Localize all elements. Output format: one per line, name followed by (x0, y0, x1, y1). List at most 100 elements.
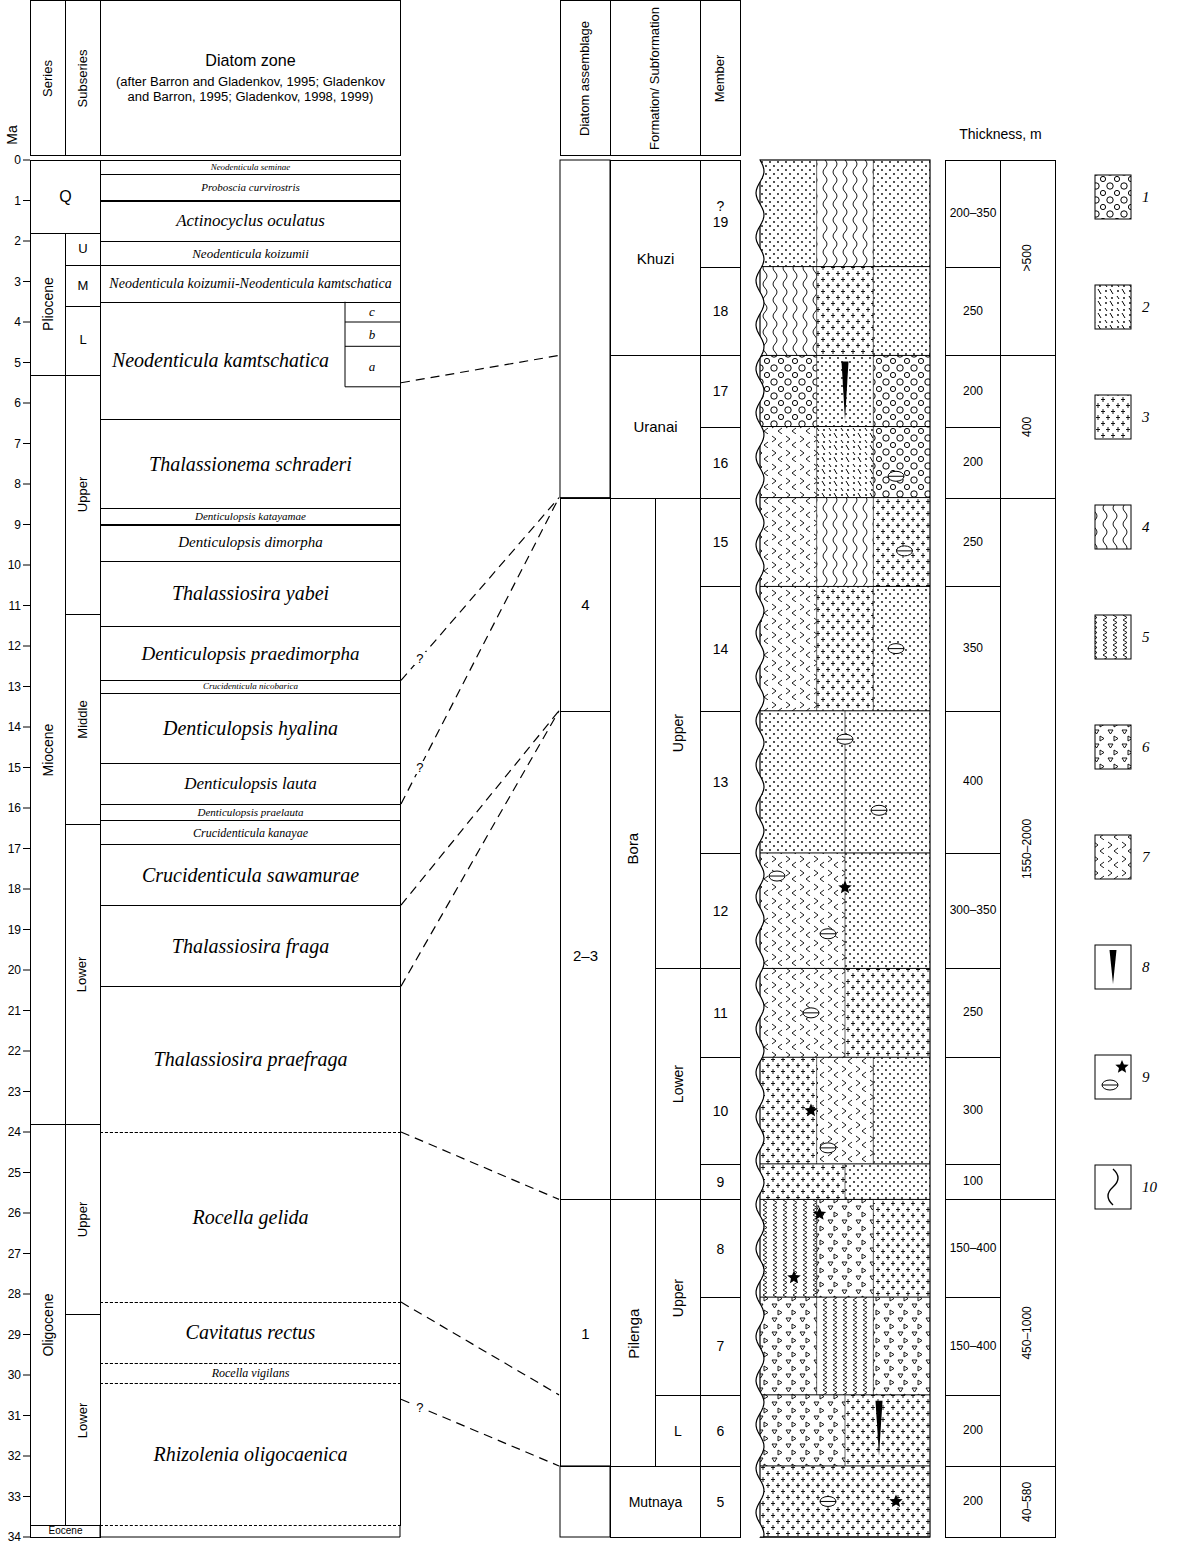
text-group: 300–350 (950, 904, 997, 918)
axis-value: 34 (8, 1531, 21, 1543)
facies-boundary (873, 1297, 874, 1395)
subzone-line (345, 302, 346, 387)
formation-cell: Bora (610, 498, 656, 1201)
member-number: 14 (713, 641, 729, 657)
text-group: L (674, 1423, 682, 1439)
zone-name: Neodenticula kamtschatica (112, 350, 329, 371)
rock-pattern (817, 586, 874, 710)
subseries-cell: Upper (65, 375, 101, 615)
zone-name: Neodenticula koizumii-Neodenticula kamts… (109, 277, 391, 292)
formation-cell: Khuzi (610, 160, 701, 356)
legend-symbol (1102, 1080, 1118, 1090)
zone-cell: Thalassionema schraderi (100, 419, 401, 509)
blank-cell (100, 1525, 400, 1537)
member-number: 15 (713, 534, 729, 550)
zone-name: Crucidenticula kanayae (193, 827, 308, 839)
rock-pattern (760, 1466, 930, 1537)
axis-tick (23, 1537, 30, 1538)
text-group: 200 (963, 385, 983, 399)
thickness-cell: 1550–2000 (1000, 498, 1056, 1201)
zone-name: Denticulopsis lauta (184, 775, 317, 793)
axis-tick (23, 929, 30, 930)
subseries-name: U (78, 242, 87, 257)
legend-number: 1 (1142, 190, 1150, 205)
axis-tick (23, 1415, 30, 1416)
zone-name: Thalassiosira yabei (172, 583, 329, 604)
subseries-cell: U (65, 233, 101, 266)
subzone-line (345, 322, 400, 323)
concretion (769, 871, 785, 881)
text-group: Rocella gelida (192, 1207, 308, 1228)
facies-boundary (845, 853, 846, 968)
axis-value: 3 (14, 276, 21, 288)
member-number: 12 (713, 903, 729, 919)
text-group: 14 (713, 641, 729, 657)
legend-number: 7 (1142, 850, 1150, 865)
axis-tick (23, 1213, 30, 1214)
axis-value: 31 (8, 1410, 21, 1422)
thickness-total: >500 (1021, 164, 1035, 351)
member-cell: 5 (700, 1466, 741, 1538)
subformation-name: L (674, 1423, 682, 1439)
zone-cell: Thalassiosira praefraga (100, 986, 401, 1133)
thickness-cell: 250 (945, 267, 1001, 357)
member-number: 6 (717, 1423, 725, 1439)
text-group: 400 (1021, 360, 1035, 494)
assemblage-number: 4 (581, 596, 589, 613)
thickness-value: 200 (963, 1495, 983, 1509)
thickness-cell: 400 (945, 711, 1001, 854)
rock-pattern (760, 498, 817, 587)
axis-tick (23, 970, 30, 971)
facies-boundary (816, 267, 817, 356)
axis-tick (23, 443, 30, 444)
zone-cell: Neodenticula koizumii-Neodenticula kamts… (100, 265, 401, 302)
zone-name: Neodenticula seminae (211, 163, 291, 172)
text-group: 1 (581, 1325, 589, 1342)
rock-pattern (817, 427, 874, 498)
concretion (888, 648, 904, 649)
text-group: Denticulopsis katayamae (195, 511, 306, 522)
subseries-name: Middle (76, 618, 91, 821)
member-cell: 9 (700, 1164, 741, 1201)
axis-value: 6 (14, 397, 21, 409)
correlation-line (401, 1132, 559, 1199)
header-text: Diatom assemblage (578, 5, 593, 152)
axis-tick (23, 686, 30, 687)
legend-number: 5 (1142, 630, 1150, 645)
axis-tick (23, 1253, 30, 1254)
series-name: Pliocene (40, 237, 56, 371)
series-name: Eocene (49, 1526, 83, 1536)
column-header: Formation/ Subformation (610, 0, 701, 156)
fossil-star (838, 881, 851, 894)
text-group: >500 (1021, 164, 1035, 351)
axis-value: 7 (14, 438, 21, 450)
axis-value: 11 (9, 600, 21, 612)
text-group: 300 (963, 1104, 983, 1118)
text-group: Actinocyclus oculatus (176, 212, 325, 230)
text-group: 200–350 (950, 207, 997, 221)
formation-name: Mutnaya (629, 1494, 683, 1510)
axis-tick (23, 200, 30, 201)
subzone-letter: c (369, 305, 375, 318)
text-group: Denticulopsis lauta (184, 775, 317, 793)
facies-boundary (816, 427, 817, 498)
zone-name: Thalassiosira fraga (172, 936, 329, 957)
coal-lens (842, 361, 849, 420)
text-group: Middle (76, 618, 91, 821)
fossil-star (804, 1104, 817, 1117)
subzone-letter: a (369, 360, 376, 373)
zone-name: Proboscia curvirostris (201, 182, 300, 193)
rock-pattern (760, 1297, 817, 1395)
header-text: Formation/ Subformation (648, 5, 663, 152)
text-group: Diatom assemblage (578, 5, 593, 152)
facies-boundary (816, 1297, 817, 1395)
zone-cell: Crucidenticula kanayae (100, 820, 401, 845)
text-group: Denticulopsis praedimorpha (142, 644, 360, 664)
member-number: 16 (713, 455, 729, 471)
column-header: Diatom zone(after Barron and Gladenkov, … (100, 0, 401, 156)
concretion (803, 1008, 819, 1018)
axis-tick (23, 848, 30, 849)
text-group: Series (41, 5, 56, 152)
text-group: 8 (717, 1241, 725, 1257)
subformation-name: Lower (670, 973, 686, 1196)
